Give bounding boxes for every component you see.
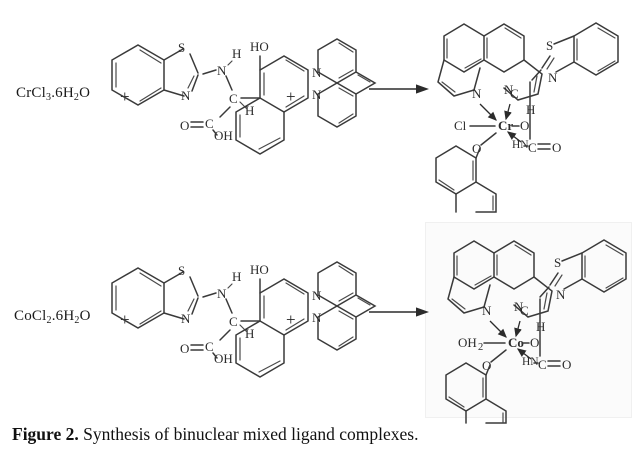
atom-alpha-c-label: C (229, 91, 238, 106)
atom-amine-n-label-co: N (217, 286, 227, 301)
atom-enolate-o-cr: O (520, 118, 529, 133)
atom-phen-n2-label: N (312, 87, 322, 102)
atom-product-phen-n1: N (472, 86, 482, 101)
product-complex-cr: N N Cr Cl (424, 6, 634, 214)
atom-hydroxyl-label-co: OH (214, 351, 233, 366)
atom-amine-n-label: N (217, 63, 227, 78)
plus-sign-2-cr: + (286, 87, 296, 106)
axial-ligand-sub-co: 2 (478, 342, 483, 353)
atom-amide-c-cr: C (528, 140, 537, 155)
atom-amide-o-cr: O (552, 140, 561, 155)
figure-caption-text: Synthesis of binuclear mixed ligand comp… (78, 424, 419, 444)
axial-ligand-label-co: OH (458, 335, 477, 350)
atom-amide-o-co: O (562, 357, 571, 372)
atom-thiazole-n-cr: N (548, 70, 558, 85)
atom-amide-nh-co: HN (522, 356, 539, 368)
atom-thiazole-s-cr: S (546, 38, 553, 53)
atom-sulfur-label: S (178, 40, 185, 55)
atom-carboxyl-c-label-co: C (205, 339, 214, 354)
atom-thiazole-n-label: N (181, 88, 191, 103)
metal-salt-label-cr: CrCl3.6H2O (16, 85, 91, 103)
reaction-arrow-co (368, 305, 430, 319)
atom-naphtholate-o-co: O (482, 358, 491, 373)
plus-sign-2-co: + (286, 310, 296, 329)
atom-amide-c-co: C (538, 357, 547, 372)
atom-amine-h-label-co: H (232, 269, 241, 284)
phenanthroline-structure-co: N N (306, 251, 377, 361)
atom-thiazole-s-co: S (554, 255, 561, 270)
atom-naphtholate-o-cr: O (472, 141, 481, 156)
atom-phen-n1-label-co: N (312, 288, 322, 303)
atom-naphthol-oh-label: HO (250, 39, 269, 54)
atom-naphthol-oh-label-co: HO (250, 262, 269, 277)
atom-enolate-o-co: O (530, 335, 539, 350)
atom-alpha-c-label-co: C (229, 314, 238, 329)
atom-methine-h-co: H (536, 319, 545, 334)
product-panel-background-co (425, 222, 632, 418)
atom-thiazole-n-co: N (556, 287, 566, 302)
reaction-row-chromium: CrCl3.6H2O + S N (0, 0, 636, 215)
product-complex-co: N N Co OH 2 O O (430, 227, 635, 424)
atom-product-phen-n2-co: N (514, 299, 524, 314)
atom-amine-h-label: H (232, 46, 241, 61)
atom-phen-n1-label: N (312, 65, 322, 80)
atom-methine-h-cr: H (526, 102, 535, 117)
metal-center-label-co: Co (508, 335, 524, 350)
ligand-structure-co: S N N H C H C O OH (104, 241, 324, 396)
atom-alpha-h-label-co: H (245, 326, 254, 341)
atom-carboxyl-c-label: C (205, 116, 214, 131)
atom-product-phen-n1-co: N (482, 303, 492, 318)
atom-methine-c-co: C (520, 303, 529, 318)
plus-sign-1-cr: + (120, 87, 130, 106)
axial-ligand-label-cr: Cl (454, 118, 467, 133)
reaction-arrow-cr (368, 82, 430, 96)
plus-sign-1-co: + (120, 310, 130, 329)
atom-carbonyl-o-label-co: O (180, 341, 189, 356)
atom-hydroxyl-label: OH (214, 128, 233, 143)
figure-caption-label: Figure 2. (12, 424, 79, 444)
metal-salt-label-co: CoCl2.6H2O (14, 308, 91, 326)
atom-sulfur-label-co: S (178, 263, 185, 278)
reaction-row-cobalt: CoCl2.6H2O + S N N H (0, 215, 636, 424)
ligand-structure-cr: S N N H C H C O (104, 18, 324, 173)
phenanthroline-structure-cr: N N (306, 28, 377, 138)
atom-carbonyl-o-label: O (180, 118, 189, 133)
atom-methine-c-cr: C (510, 86, 519, 101)
atom-amide-nh-cr: HN (512, 139, 529, 151)
atom-alpha-h-label: H (245, 103, 254, 118)
metal-center-label-cr: Cr (498, 118, 513, 133)
atom-product-phen-n2: N (504, 82, 514, 97)
atom-thiazole-n-label-co: N (181, 311, 191, 326)
atom-phen-n2-label-co: N (312, 310, 322, 325)
figure-caption: Figure 2. Synthesis of binuclear mixed l… (12, 424, 632, 446)
reaction-scheme: CrCl3.6H2O + S N (0, 0, 636, 424)
